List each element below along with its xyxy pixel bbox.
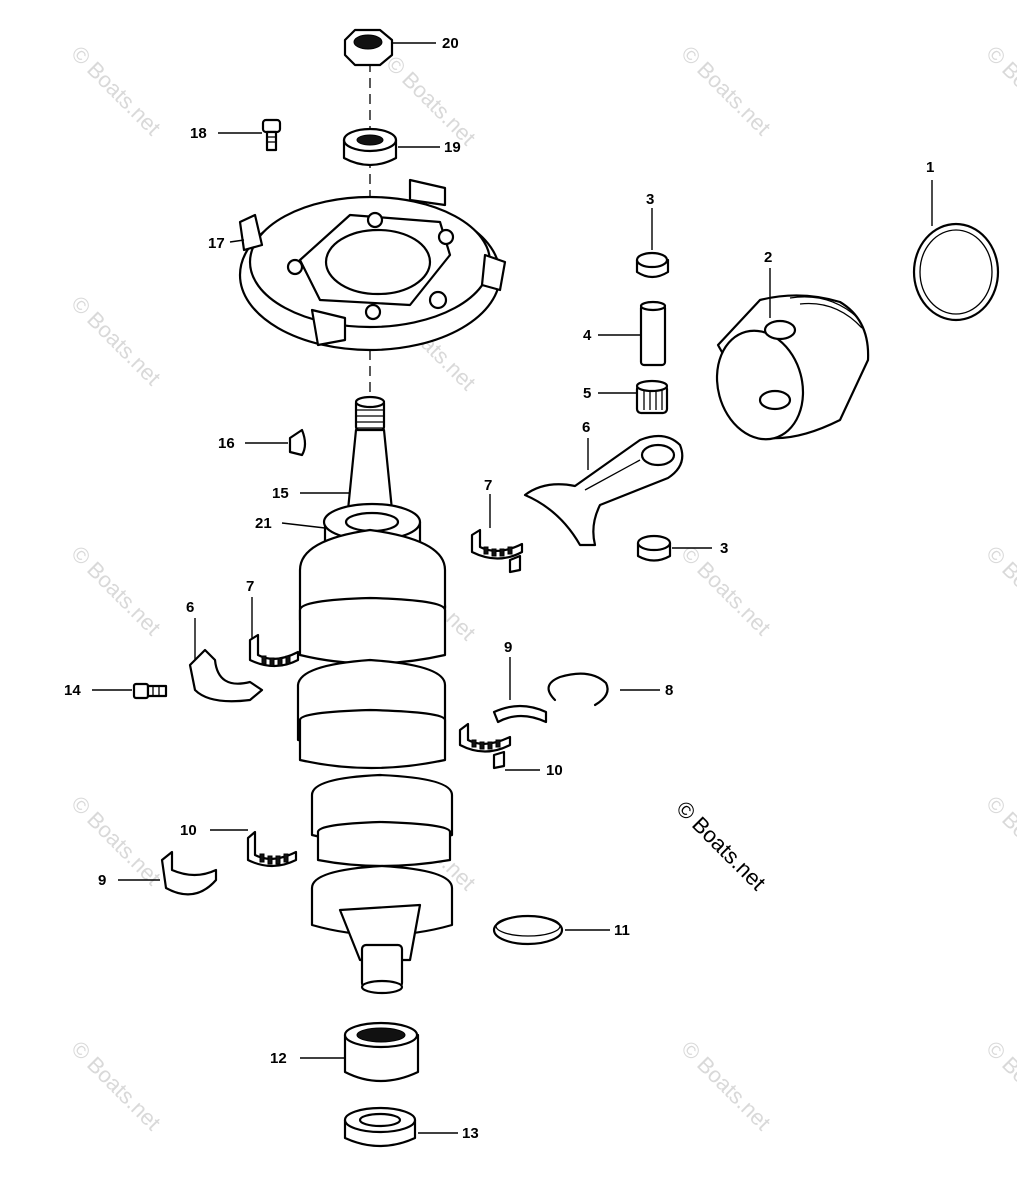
watermark: © Boats.net bbox=[676, 41, 775, 140]
callout-5: 5 bbox=[583, 385, 591, 402]
needle-cage-part bbox=[458, 722, 512, 770]
needle-bearing-part bbox=[343, 1021, 420, 1082]
watermark: © Boats.net bbox=[66, 791, 165, 890]
callout-6: 6 bbox=[186, 599, 194, 616]
callout-11: 11 bbox=[614, 922, 630, 939]
piston-ring-part bbox=[912, 222, 1000, 322]
watermark: © Boats.net bbox=[381, 51, 480, 150]
watermark-layer: © Boats.net © Boats.net © Boats.net © Bo… bbox=[66, 41, 1017, 1135]
watermark: © Boats.net bbox=[66, 41, 165, 140]
watermark: © Boats.net bbox=[66, 541, 165, 640]
bearing-race-part bbox=[160, 850, 218, 896]
callout-13: 13 bbox=[462, 1125, 479, 1142]
callout-8: 8 bbox=[665, 682, 673, 699]
copyright-text: © Boats.net bbox=[671, 796, 770, 895]
callout-10: 10 bbox=[546, 762, 563, 779]
watermark: © Boats.net bbox=[981, 541, 1017, 640]
pin-bearing-part bbox=[635, 251, 670, 279]
callout-labels: 1 2 3 3 4 5 6 6 7 7 8 9 9 10 10 11 12 13… bbox=[64, 35, 934, 1142]
watermark: © Boats.net bbox=[66, 291, 165, 390]
callout-19: 19 bbox=[444, 139, 461, 156]
callout-20: 20 bbox=[442, 35, 459, 52]
callout-7: 7 bbox=[246, 578, 254, 595]
callout-1: 1 bbox=[926, 159, 934, 176]
watermark: © Boats.net bbox=[981, 1036, 1017, 1135]
callout-16: 16 bbox=[218, 435, 235, 452]
callout-14: 14 bbox=[64, 682, 81, 699]
watermark: © Boats.net bbox=[981, 791, 1017, 890]
callout-18: 18 bbox=[190, 125, 207, 142]
callout-9: 9 bbox=[98, 872, 106, 889]
seal-part bbox=[342, 127, 398, 167]
needle-cage-part bbox=[246, 830, 298, 868]
leader-lines bbox=[92, 42, 933, 1134]
watermark: © Boats.net bbox=[981, 41, 1017, 140]
callout-2: 2 bbox=[764, 249, 772, 266]
watermark: © Boats.net bbox=[676, 1036, 775, 1135]
piston-pin-part bbox=[639, 300, 667, 367]
rod-cap-part bbox=[188, 648, 264, 703]
callout-7: 7 bbox=[484, 477, 492, 494]
woodruff-key-part bbox=[288, 428, 307, 457]
callout-17: 17 bbox=[208, 235, 225, 252]
connecting-rod-part bbox=[523, 434, 684, 547]
oil-seal-part bbox=[343, 1106, 417, 1148]
ring-part bbox=[492, 914, 564, 946]
callout-21: 21 bbox=[255, 515, 272, 532]
callout-3: 3 bbox=[646, 191, 654, 208]
bolt-part bbox=[261, 118, 282, 152]
callout-15: 15 bbox=[272, 485, 289, 502]
callout-6: 6 bbox=[582, 419, 590, 436]
piston-part bbox=[715, 294, 870, 441]
needle-cage-half-part bbox=[470, 528, 524, 574]
screw-part bbox=[132, 682, 168, 700]
stator-plate-part bbox=[238, 178, 507, 352]
callout-9: 9 bbox=[504, 639, 512, 656]
snap-ring-part bbox=[547, 672, 609, 707]
pin-bearing-part bbox=[636, 534, 672, 562]
callout-12: 12 bbox=[270, 1050, 287, 1067]
needle-cage-half-part bbox=[248, 633, 300, 668]
nut-part bbox=[343, 28, 394, 67]
callout-4: 4 bbox=[583, 327, 592, 344]
callout-10: 10 bbox=[180, 822, 197, 839]
watermark: © Boats.net bbox=[66, 1036, 165, 1135]
crankshaft-part bbox=[296, 395, 454, 995]
callout-3: 3 bbox=[720, 540, 728, 557]
bearing-race-part bbox=[492, 704, 548, 724]
small-needle-bearing-part bbox=[635, 379, 669, 415]
